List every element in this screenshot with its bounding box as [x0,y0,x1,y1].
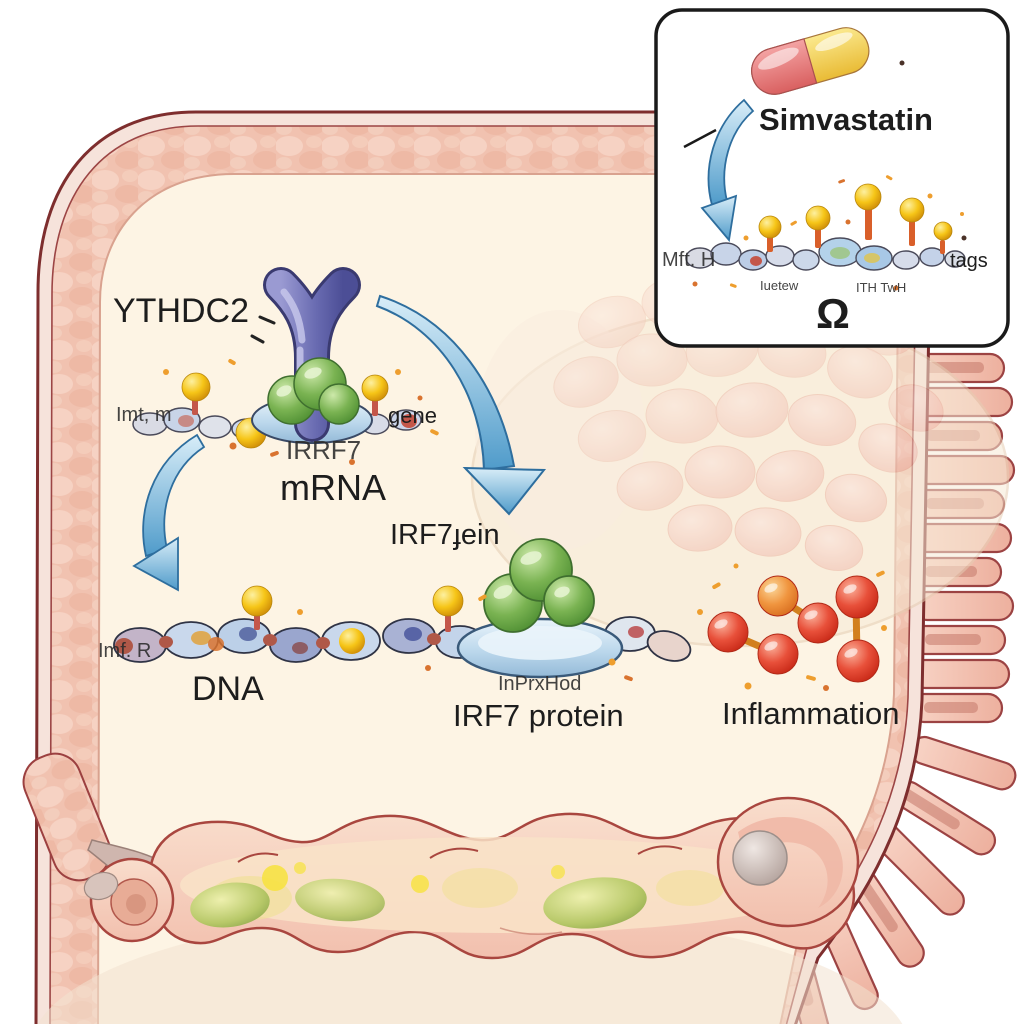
gut-contents [190,845,724,936]
inset-mrna-strand [685,237,966,271]
main-labels: YTHDC2 Imt, m gene IRRF7 mRNA IRF7ɟein I… [98,292,899,733]
inset-tags-label: tags [950,250,988,272]
arrow-mrna-to-dna [132,433,206,592]
inset-sub-right-label: ITH TwH [856,280,906,295]
m6a-mark [181,372,389,449]
mrna-strand-left-label: Imt, m [116,404,172,426]
gut-green-blob [190,882,270,928]
arrow-mrna-to-protein [375,294,547,516]
inset-dash-mark [683,128,717,149]
arrow-drug-to-mrna [700,98,755,243]
irf7-protein-label: IRF7 protein [453,698,624,733]
gut-gray-sphere [732,830,788,886]
gut-green-blob [295,878,385,922]
simvastatin-capsule [751,27,870,95]
dna-label: DNA [192,670,264,708]
inset-strand-left-label: Mft. H [662,249,715,271]
ythdc2-pointer-dashes [250,315,276,344]
inflammation-label: Inflammation [722,696,899,731]
ythdc2-protein [263,267,361,442]
dna-strand-left-label: Imf. R [98,640,151,662]
mrna-label: mRNA [280,467,386,508]
intestine-tube [22,752,860,960]
protein-green-spheres [483,538,595,633]
ythdc2-label: YTHDC2 [113,292,249,330]
irf7-protein-complex [456,538,624,679]
inset-speckle [899,60,905,66]
gut-green-blob [543,877,647,929]
inset-m6a-marks [758,183,953,254]
bound-protein-blobs [267,357,360,425]
gene-label: gene [388,403,437,428]
orange-speckles [163,359,887,691]
dna-strand [113,585,692,663]
gut-appendix-curl [83,857,175,943]
inflammation-molecules [707,575,880,683]
gut-end-lobe [716,796,860,928]
inset-speckles [692,175,964,291]
irf7-protein-top-label: IRF7ɟein [390,519,500,551]
simvastatin-label: Simvastatin [759,102,933,137]
simvastatin-inset: Simvastatin [654,8,1010,348]
inset-omega-symbol: Ω [816,290,850,337]
inset-sub-left-label: Iuetew [760,278,799,293]
m6a-mark [241,585,464,632]
mrna-complex [132,267,422,449]
irf7-protein-small-label: InPrxHod [498,673,581,695]
inset-speckle [961,235,967,241]
mrna-irf7-label: IRRF7 [286,435,361,465]
